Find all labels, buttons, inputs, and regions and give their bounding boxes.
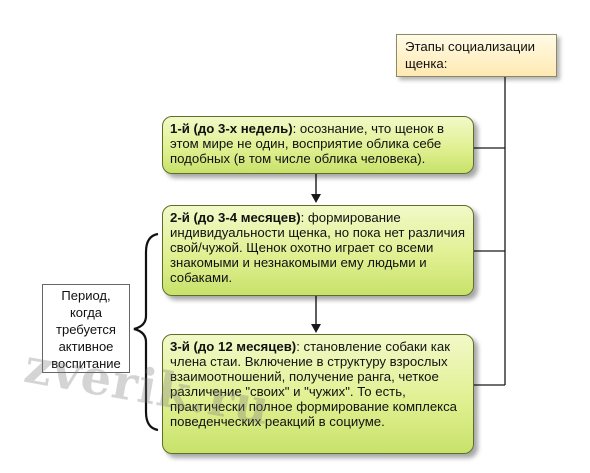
stage-1-box: 1-й (до 3-х недель): осознание, что щено… bbox=[162, 116, 474, 174]
stage-2-text: : формирование индивидуальности щенка, н… bbox=[170, 210, 465, 285]
stage-1-text: : осознание, что щенок в этом мире не од… bbox=[170, 121, 445, 166]
stage-3-text: : становление собаки как члена стаи. Вкл… bbox=[170, 339, 458, 429]
stage-2-label: 2-й (до 3-4 месяцев) bbox=[170, 210, 301, 225]
period-box: Период, когда требуется активное воспита… bbox=[42, 284, 130, 373]
curly-brace bbox=[133, 232, 159, 432]
stage-1-label: 1-й (до 3-х недель) bbox=[170, 121, 293, 136]
stage-2-box: 2-й (до 3-4 месяцев): формирование индив… bbox=[162, 205, 474, 296]
title-text: Этапы социализации щенка: bbox=[405, 39, 536, 71]
arrow-1-2-head bbox=[311, 194, 321, 203]
period-text: Период, когда требуется активное воспита… bbox=[51, 288, 121, 371]
stage-3-label: 3-й (до 12 месяцев) bbox=[170, 339, 297, 354]
title-box: Этапы социализации щенка: bbox=[396, 34, 557, 77]
arrow-2-3-head bbox=[311, 324, 321, 333]
stage-3-box: 3-й (до 12 месяцев): становление собаки … bbox=[162, 334, 474, 454]
